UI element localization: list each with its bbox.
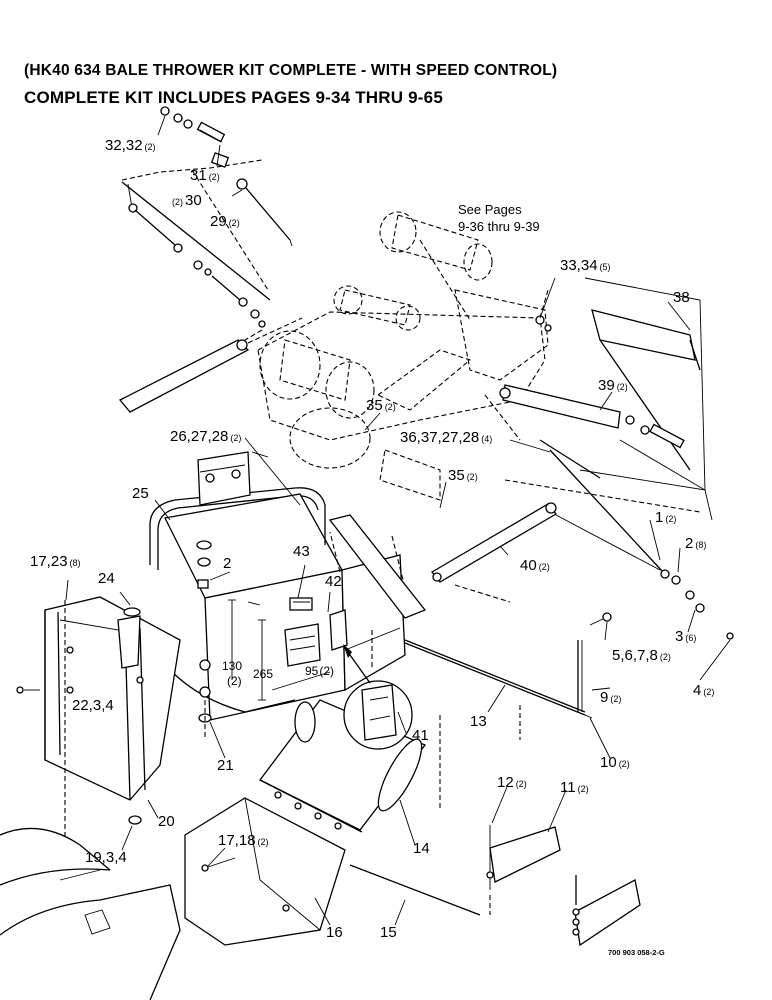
callout-5-6-7-8: 5,6,7,8(2)	[612, 647, 671, 664]
callout-36-37-27-28: 36,37,27,28(4)	[400, 429, 492, 446]
callout-38: 38	[673, 289, 690, 306]
callout-265: 265	[253, 667, 273, 681]
callout-1: 1(2)	[655, 509, 676, 526]
callout-24: 24	[98, 570, 115, 587]
callout-29: 29(2)	[210, 213, 240, 230]
callout-32: 32,32(2)	[105, 137, 156, 154]
see-pages-note-line2: 9-36 thru 9-39	[458, 219, 540, 234]
lower-deflector	[184, 797, 346, 946]
callout-12: 12(2)	[497, 774, 527, 791]
callout-13: 13	[470, 713, 487, 730]
callout-2-center: 2	[223, 555, 231, 572]
callout-39: 39(2)	[598, 377, 628, 394]
callout-31: 31(2)	[190, 167, 220, 184]
center-frame	[149, 451, 427, 740]
callout-130: 130	[222, 659, 242, 673]
right-support-assembly	[484, 277, 713, 521]
callout-42: 42	[325, 573, 342, 590]
see-pages-note-line1: See Pages	[458, 202, 522, 217]
callout-26-27-28: 26,27,28(2)	[170, 428, 241, 445]
callout-35-lower: 35(2)	[448, 467, 478, 484]
throw-arm	[118, 317, 303, 413]
callout-16: 16	[326, 924, 343, 941]
callout-3: 3(6)	[675, 628, 696, 645]
callout-19-3-4: 19,3,4	[85, 849, 127, 866]
callout-41: 41	[412, 727, 429, 744]
callout-130-qty: (2)	[227, 674, 242, 688]
callout-35-upper: 35(2)	[366, 397, 396, 414]
lower-rod-assembly	[431, 449, 734, 640]
callout-22-3-4: 22,3,4	[72, 697, 114, 714]
bale-thrower-dashed-outline	[257, 211, 549, 501]
kit-pages-subtitle: COMPLETE KIT INCLUDES PAGES 9-34 THRU 9-…	[24, 88, 443, 107]
callout-30: (2)30	[172, 192, 202, 209]
callout-21: 21	[217, 757, 234, 774]
right-brackets	[486, 612, 641, 947]
leader-lines	[65, 115, 731, 926]
callout-43: 43	[293, 543, 310, 560]
figure-code: 700 903 058-2-G	[608, 948, 665, 957]
callout-9: 9(2)	[600, 689, 621, 706]
kit-title: (HK40 634 BALE THROWER KIT COMPLETE - WI…	[24, 62, 558, 79]
bottom-left-frame	[0, 827, 181, 1000]
callout-10: 10(2)	[600, 754, 630, 771]
callout-33-34: 33,34(5)	[560, 257, 611, 274]
callout-4: 4(2)	[693, 682, 714, 699]
callout-40: 40(2)	[520, 557, 550, 574]
callout-2-right: 2(8)	[685, 535, 706, 552]
callout-95: 95(2)	[305, 664, 334, 678]
callout-17-18: 17,18(2)	[218, 832, 269, 849]
callout-15: 15	[380, 924, 397, 941]
left-deflector	[16, 596, 181, 840]
upper-linkage-assembly	[121, 106, 293, 341]
callout-25: 25	[132, 485, 149, 502]
callout-17-23: 17,23(8)	[30, 553, 81, 570]
callout-20: 20	[158, 813, 175, 830]
detail-view-41	[343, 644, 413, 750]
rods	[349, 630, 586, 916]
callout-14: 14	[413, 840, 430, 857]
callout-11: 11(2)	[560, 779, 589, 796]
